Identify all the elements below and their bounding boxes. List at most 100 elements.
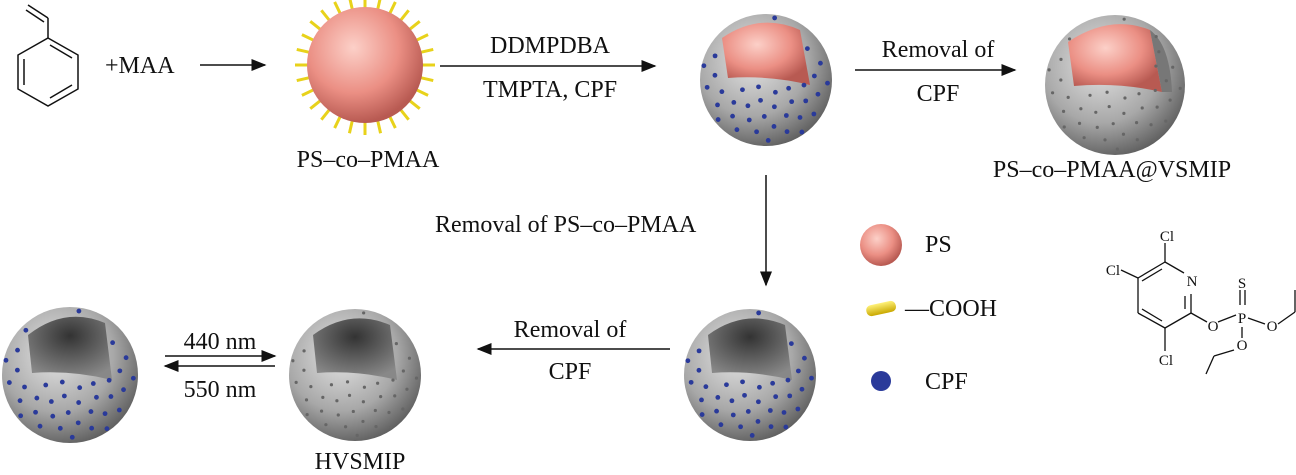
cpf-dot: [746, 117, 752, 123]
cpf-dot: [703, 384, 709, 390]
cavity-dot: [324, 423, 328, 427]
cavity-dot: [401, 369, 405, 373]
structure-atoms: Cl Cl Cl N O P S O O: [1106, 229, 1278, 369]
cpf-dot: [811, 73, 817, 79]
cpf-dot: [18, 413, 24, 419]
cpf-dot: [756, 84, 761, 90]
cavity-dot: [1079, 107, 1083, 111]
cavity-dot: [291, 359, 295, 363]
cavity-dot: [1107, 104, 1111, 109]
cpf-dot: [130, 375, 136, 381]
cavity-dot: [1171, 65, 1175, 69]
cavity-dot: [1151, 138, 1155, 142]
cpf-dot: [781, 410, 787, 415]
cavity-dot: [1134, 121, 1139, 125]
cpf-dot: [712, 53, 718, 59]
cpf-dot: [784, 129, 790, 135]
step2-below: TMPTA, CPF: [482, 77, 618, 103]
step2-above: DDMPDBA: [489, 33, 611, 59]
cavity-dot: [1077, 121, 1082, 125]
svg-text:S: S: [1238, 276, 1246, 292]
cavity-dot: [1168, 98, 1172, 102]
cavity-dot: [389, 425, 393, 429]
cavity-dot: [1088, 93, 1092, 97]
cpf-dot: [755, 419, 761, 424]
cavity-dot: [343, 425, 348, 429]
cavity-dot: [1067, 37, 1072, 41]
cavity-dot: [407, 356, 412, 360]
cpf-dot: [699, 397, 704, 403]
cpf-dot: [740, 87, 745, 93]
cpf-dot: [76, 308, 82, 314]
cavity-dot: [362, 385, 367, 389]
legend-cooh-icon: [866, 300, 896, 317]
legend-cpf-icon: [871, 371, 891, 391]
cpf-dot: [811, 111, 817, 117]
label-hvsmip: HVSMIP: [314, 449, 406, 475]
cavity-dot: [391, 378, 395, 382]
cpf-dot: [77, 385, 83, 391]
cavity-dot: [329, 383, 334, 387]
cpf-dot: [767, 408, 773, 413]
cavity-dot: [405, 387, 409, 391]
cpf-dot: [770, 380, 776, 386]
cpf-dot: [701, 63, 707, 69]
cavity-dot: [1178, 86, 1182, 90]
cpf-dot: [745, 409, 751, 414]
cpf-dot: [23, 327, 29, 333]
cpf-dot: [50, 413, 56, 419]
svg-text:O: O: [1237, 338, 1248, 354]
cpf-dot: [104, 426, 110, 432]
cpf-dot: [801, 82, 807, 88]
cavity-dot: [302, 349, 306, 353]
cpf-dot: [57, 425, 63, 431]
cpf-dot: [15, 347, 20, 353]
reaction-arrows: [163, 59, 1017, 372]
cpf-dot: [756, 310, 762, 316]
cpf-dot: [123, 355, 129, 361]
legend-ps-label: PS: [925, 232, 952, 258]
cavity-dot: [1164, 79, 1168, 83]
cpf-dot: [809, 375, 814, 381]
cavity-dot: [1135, 138, 1139, 142]
cpf-dot: [22, 384, 27, 390]
cpf-dot: [76, 400, 82, 405]
cpf-dot: [724, 382, 729, 388]
reagent-maa: +MAA: [105, 53, 175, 79]
cpf-dot: [765, 138, 771, 143]
cavity-dot: [1062, 125, 1066, 129]
label-vsmip: PS–co–PMAA@VSMIP: [992, 157, 1232, 183]
cavity-dot: [1122, 111, 1126, 115]
svg-text:P: P: [1238, 311, 1246, 327]
cavity-dot: [1105, 90, 1109, 94]
step4-label: Removal of PS–co–PMAA: [435, 212, 697, 238]
cavity-dot: [1121, 132, 1126, 136]
cavity-dot: [335, 399, 339, 403]
cpf-dot: [758, 97, 763, 103]
cpf-dot: [65, 410, 71, 415]
legend-cpf-label: CPF: [925, 369, 968, 395]
cavity-dot: [305, 412, 309, 417]
svg-text:Cl: Cl: [1106, 263, 1120, 279]
svg-text:O: O: [1208, 319, 1219, 335]
svg-text:N: N: [1187, 274, 1198, 290]
cpf-dot: [773, 89, 778, 95]
cpf-dot: [89, 425, 95, 431]
cavity-dot: [376, 381, 380, 385]
cavity-dot: [1140, 106, 1144, 110]
cpf-dot: [688, 379, 694, 385]
cavity-dot: [1154, 64, 1158, 68]
hvsmip-sphere: [289, 309, 421, 441]
cavity-dot: [1155, 105, 1159, 109]
cpf-dot: [117, 368, 123, 374]
cpf-dot: [783, 113, 789, 118]
cpf-dot: [106, 377, 112, 383]
cpf-dot: [772, 15, 778, 21]
cavity-dot: [1123, 96, 1127, 100]
cpf-dot: [719, 89, 725, 95]
cavity-dot: [374, 425, 378, 429]
styrene-structure: [17, 4, 79, 107]
cpf-dot: [803, 98, 809, 104]
cavity-dot: [361, 400, 365, 404]
cpf-dot: [818, 60, 823, 66]
